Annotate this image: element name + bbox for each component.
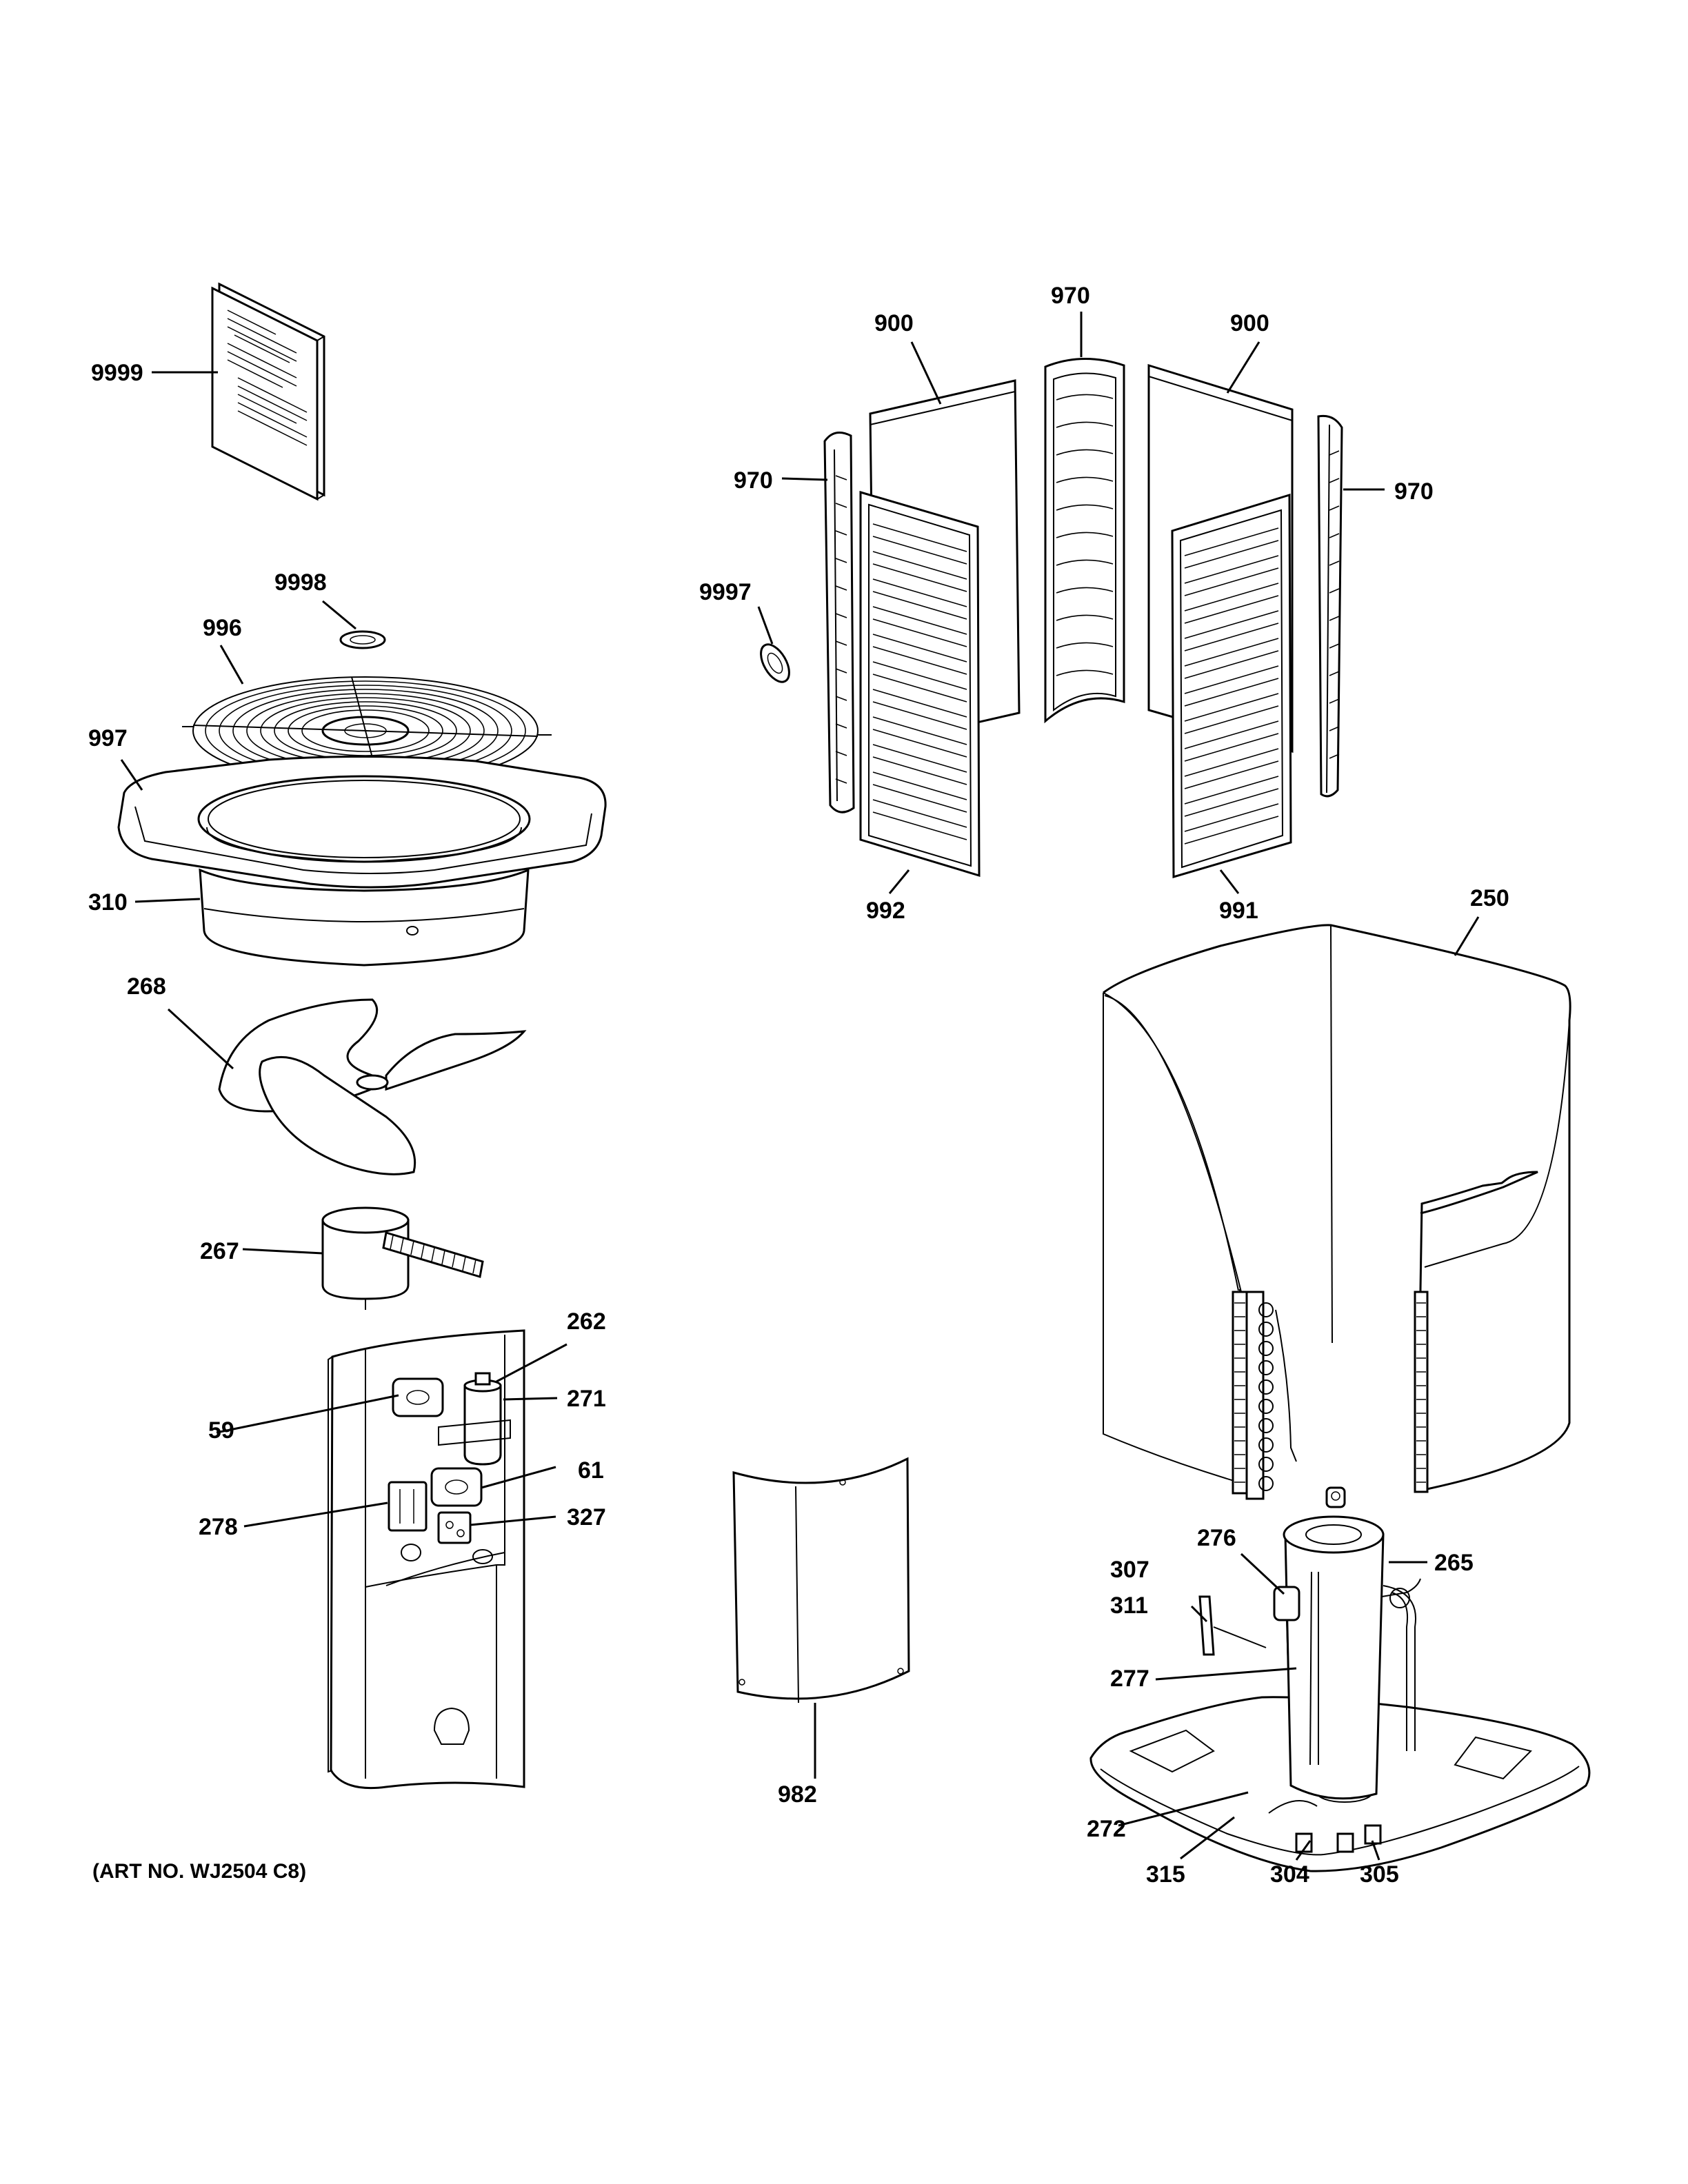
label-996: 996 [203,615,242,641]
label-900-right: 900 [1230,310,1269,336]
part-992-left-grille [859,490,981,878]
part-997-top-cover [117,755,607,889]
base-pan-compressor-assembly [1089,1486,1591,1872]
part-982-compressor-cover [732,1457,910,1703]
label-265: 265 [1434,1550,1474,1576]
label-970-right: 970 [1394,478,1434,505]
label-271: 271 [567,1386,606,1412]
part-labels: 9999 9998 996 997 310 268 267 262 271 59… [88,283,1509,1888]
label-991: 991 [1219,898,1258,924]
label-307: 307 [1110,1557,1149,1583]
part-268-fan-blade [218,998,527,1175]
label-327: 327 [567,1504,606,1530]
label-268: 268 [127,973,166,1000]
label-970-left: 970 [734,467,773,494]
label-278: 278 [199,1514,238,1540]
label-9999: 9999 [91,360,143,386]
label-310: 310 [88,889,128,916]
label-982: 982 [778,1781,817,1808]
label-61: 61 [578,1457,604,1484]
label-9998: 9998 [274,569,327,596]
part-991-right-grille [1171,493,1292,879]
part-9999-manual [211,282,325,501]
part-970-right-corner [1317,414,1343,798]
part-250-coil [1103,924,1571,1500]
label-267: 267 [200,1238,239,1264]
label-250: 250 [1470,885,1509,911]
leader-lines [120,312,1480,1861]
label-59: 59 [208,1417,234,1444]
label-262: 262 [567,1308,606,1335]
label-9997: 9997 [699,579,752,605]
label-970-top: 970 [1051,283,1090,309]
part-9997-logo-badge [760,643,790,683]
label-277: 277 [1110,1666,1149,1692]
control-panel-assembly [328,1329,525,1790]
part-970-center-corner [1044,357,1125,724]
label-276: 276 [1197,1525,1236,1551]
label-997: 997 [88,725,128,751]
part-310-orifice [199,868,530,967]
label-900-left: 900 [874,310,914,336]
label-305: 305 [1360,1861,1399,1888]
part-267-fan-motor [321,1206,484,1310]
art-number: (ART NO. WJ2504 C8) [92,1860,306,1883]
part-996-fan-guard [182,676,552,785]
label-272: 272 [1087,1816,1126,1842]
label-315: 315 [1146,1861,1185,1888]
part-970-left-corner [823,432,855,813]
label-304: 304 [1270,1861,1309,1888]
label-992: 992 [866,898,905,924]
part-9998-badge [339,630,386,649]
label-311: 311 [1110,1593,1148,1619]
